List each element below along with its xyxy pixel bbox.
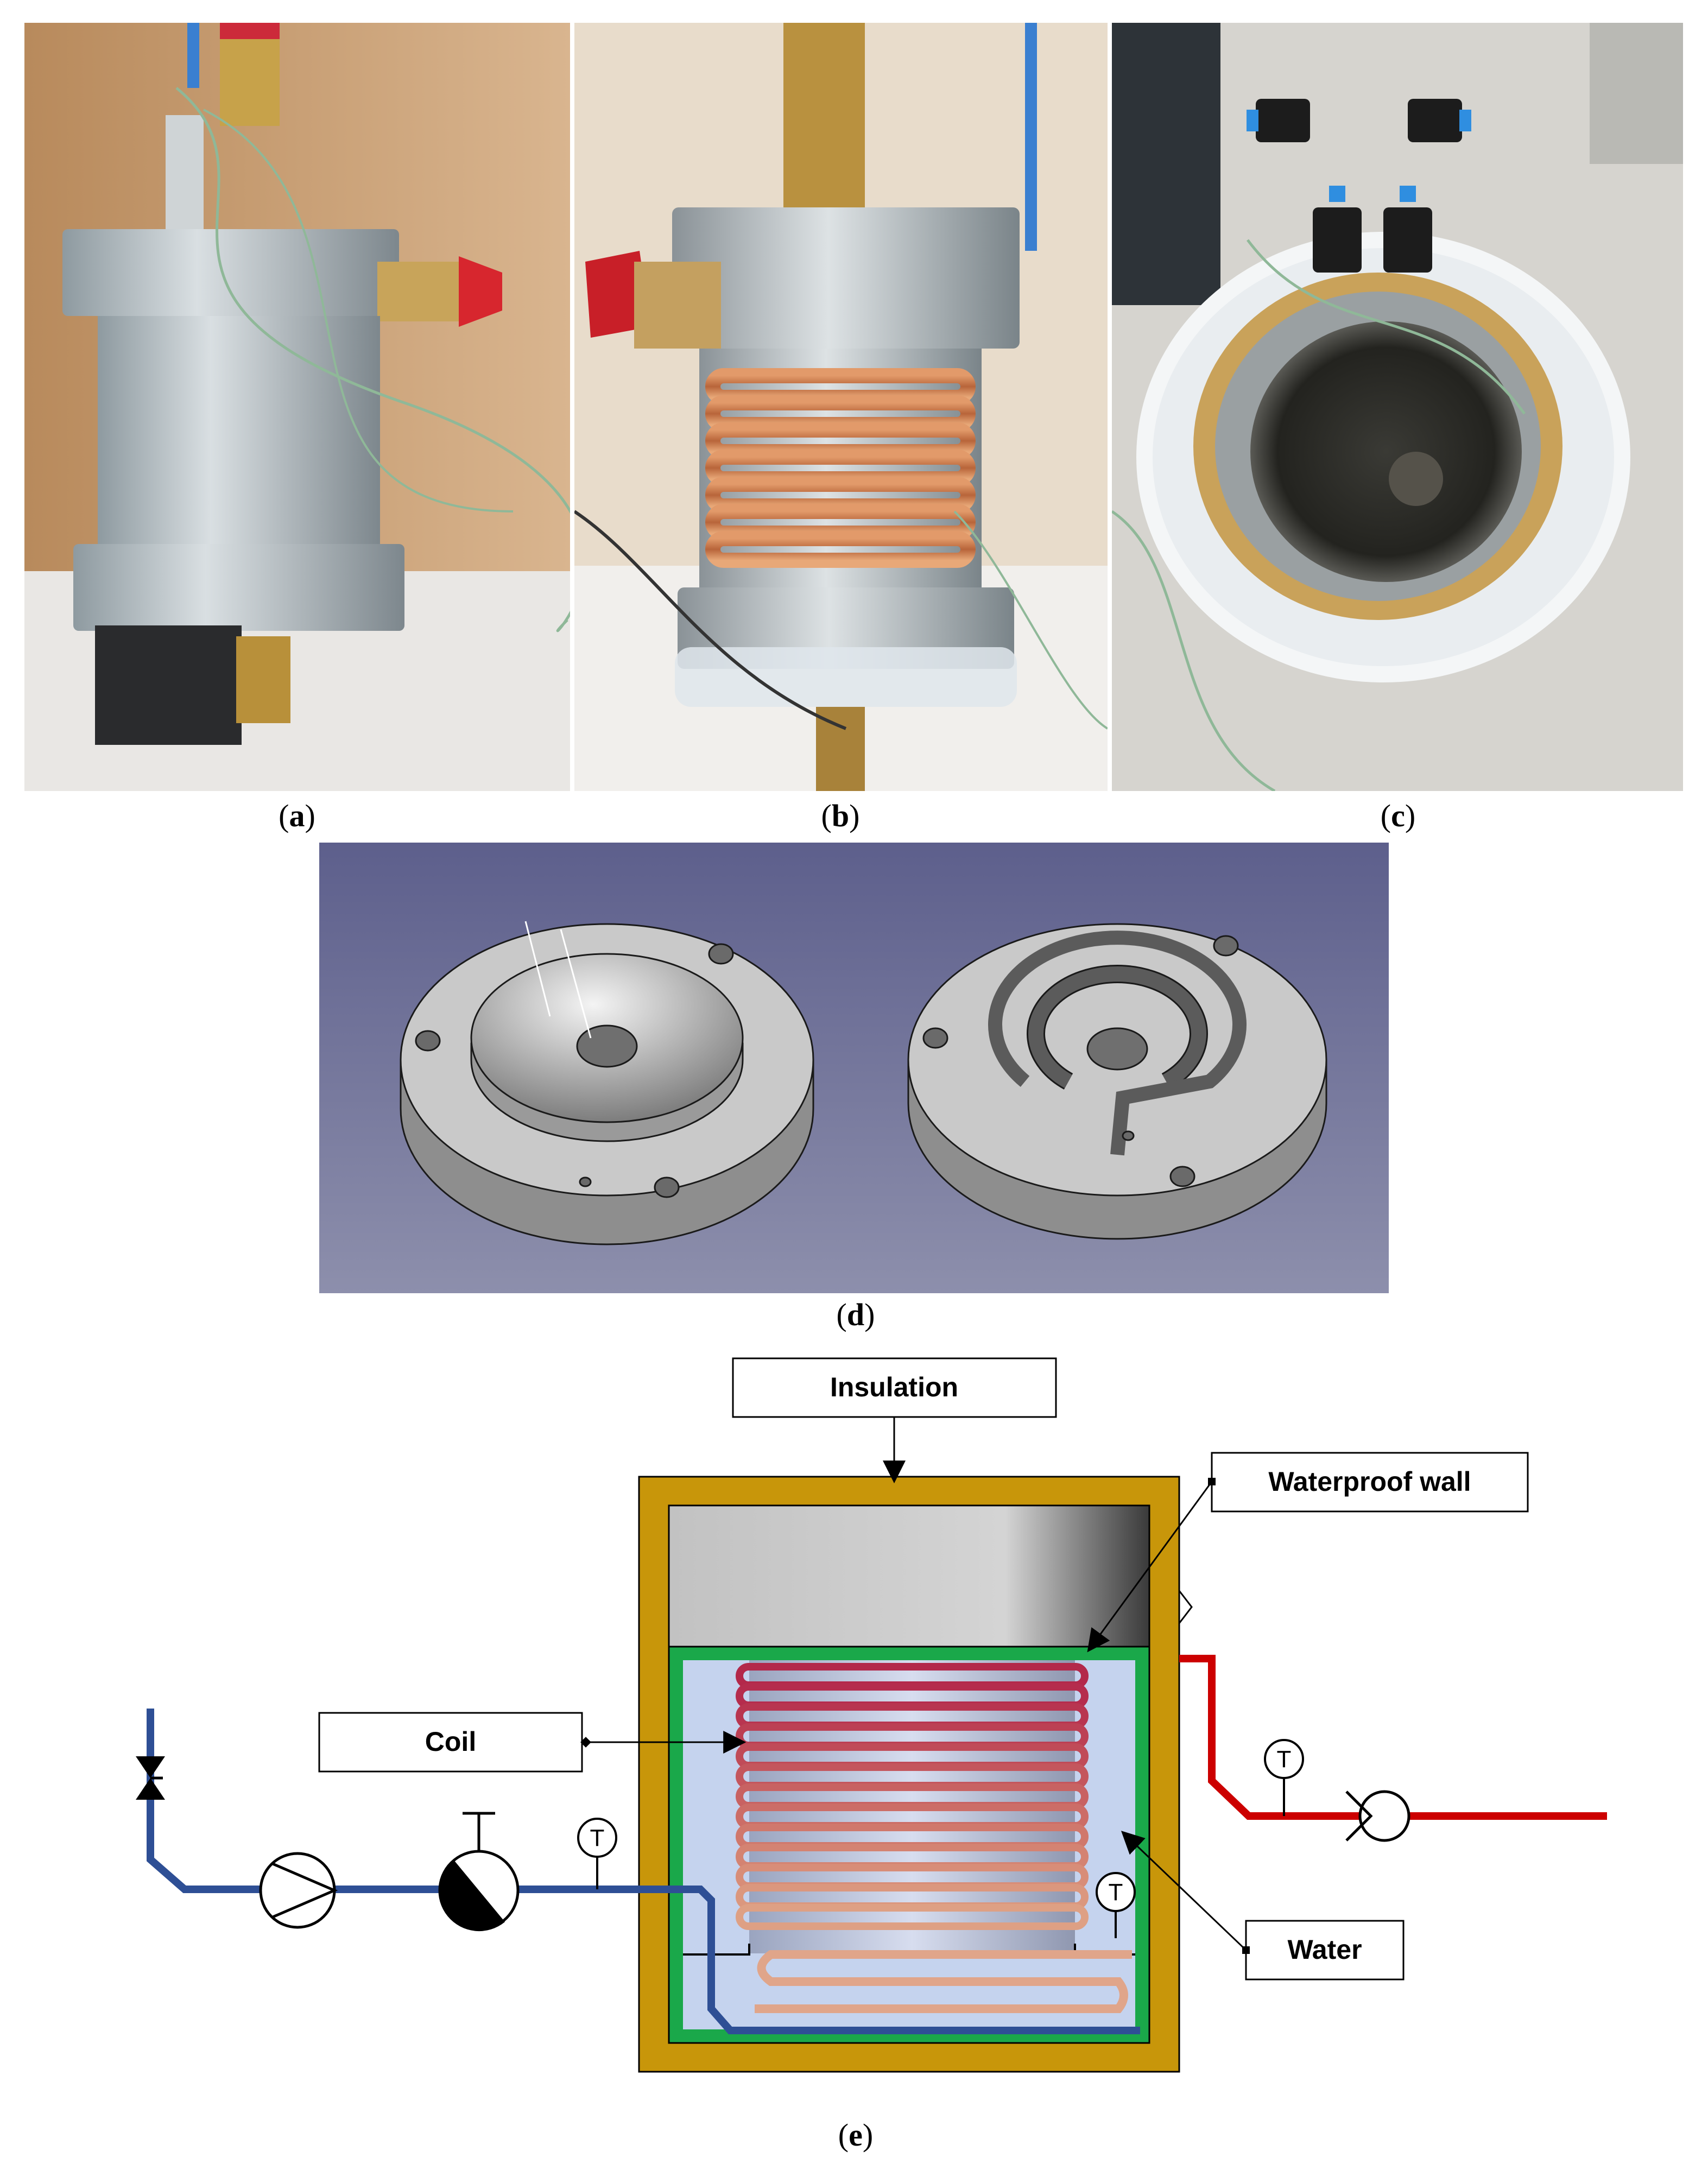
cad-panel-d: [319, 843, 1389, 1293]
cad-illustration: [319, 843, 1389, 1293]
cad-plate-left: [400, 923, 814, 1245]
photo-c-illustration: [1112, 23, 1683, 791]
coil-rings: [736, 1663, 1089, 1930]
photo-panel-c: [1112, 23, 1683, 791]
caption-d: (d): [836, 1297, 875, 1332]
caption-c: (c): [1380, 798, 1416, 833]
label-insulation: Insulation: [732, 1357, 1057, 1484]
caption-a: (a): [279, 798, 315, 833]
svg-text:Water: Water: [1287, 1934, 1362, 1965]
svg-text:Waterproof wall: Waterproof wall: [1268, 1466, 1471, 1497]
pump-icon: [259, 1852, 338, 1929]
temperature-sensor-outlet: T: [1264, 1739, 1304, 1816]
label-coil: Coil: [318, 1712, 747, 1773]
valve-icon: [136, 1756, 165, 1800]
photo-a-illustration: [24, 23, 570, 791]
label-water: Water: [1121, 1831, 1405, 1981]
lid-block: [668, 1504, 1150, 1648]
check-valve-icon: [1345, 1790, 1410, 1842]
photo-panel-b: [574, 23, 1108, 791]
svg-text:T: T: [1109, 1879, 1123, 1906]
flow-meter-icon: [438, 1812, 520, 1932]
coil-bottom-loop: [755, 1950, 1132, 2013]
cad-plate-right: [907, 923, 1327, 1240]
caption-b: (b): [821, 798, 860, 833]
schematic-diagram-e: T T T Insulation Waterproof wall Coil Wa…: [136, 1357, 1607, 2073]
cold-internal-pipe: [639, 1886, 1140, 2034]
temperature-sensor-tank: T: [1096, 1872, 1136, 1938]
svg-text:T: T: [590, 1825, 605, 1851]
photo-b-illustration: [574, 23, 1108, 791]
svg-text:Coil: Coil: [425, 1726, 476, 1757]
svg-text:Insulation: Insulation: [830, 1372, 958, 1402]
caption-e: (e): [838, 2117, 874, 2153]
svg-text:T: T: [1277, 1746, 1292, 1773]
photo-panel-a: [24, 23, 570, 791]
temperature-sensor-inlet: T: [577, 1818, 617, 1889]
label-waterproof-wall: Waterproof wall: [1087, 1452, 1529, 1653]
